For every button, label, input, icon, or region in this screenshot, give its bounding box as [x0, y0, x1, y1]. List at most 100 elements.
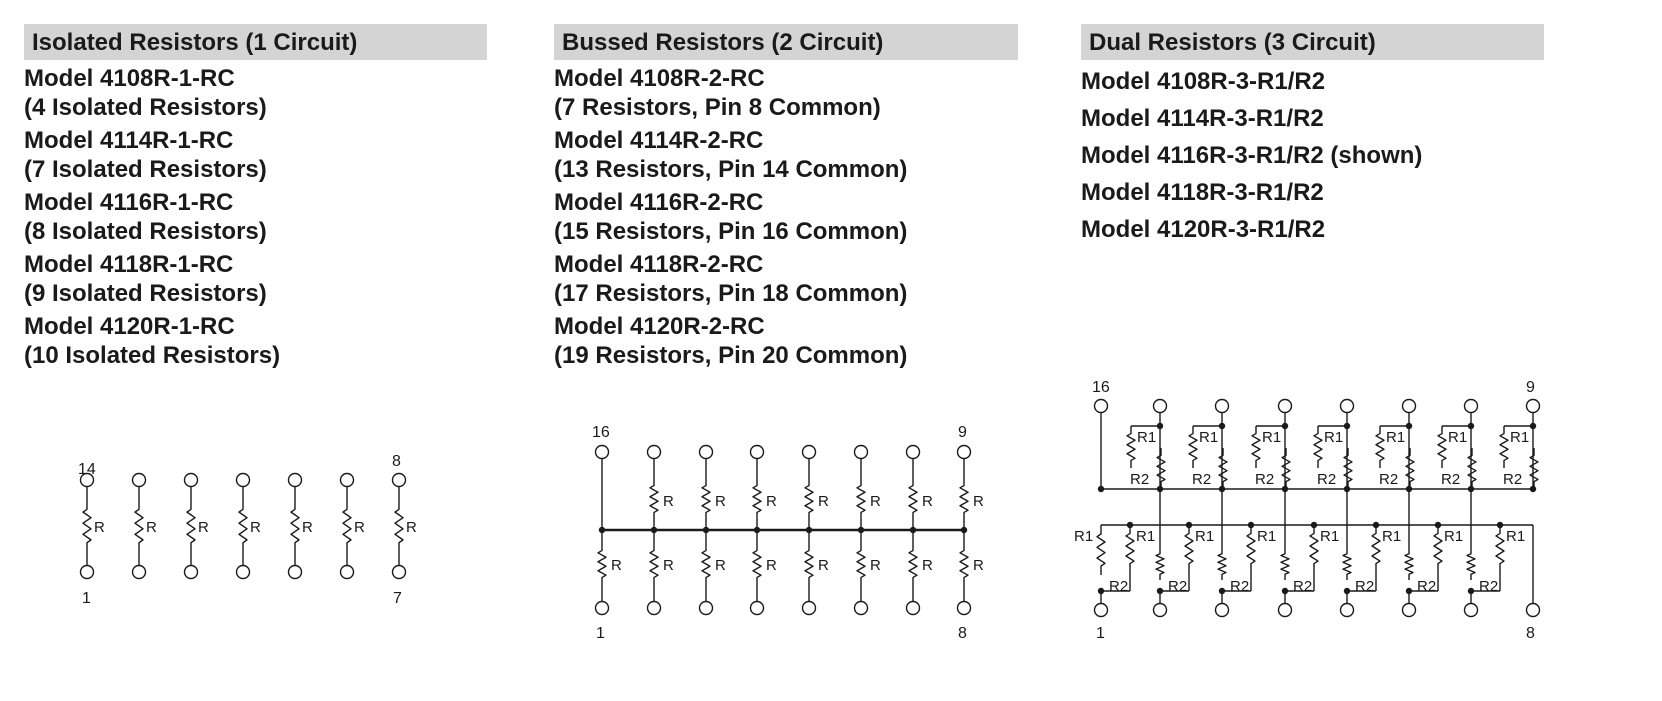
pin-terminal	[391, 472, 407, 488]
model-entry: Model 4120R-2-RC(19 Resistors, Pin 20 Co…	[554, 313, 1018, 370]
resistor-symbol	[1499, 426, 1509, 468]
resistor-label: R1	[1199, 429, 1218, 446]
resistor-label: R2	[1317, 471, 1336, 488]
dual-schematic: 16 9 1 8 R1R2R1R2R1R2R1R2R1R2R1R2R1R2R1R…	[1074, 379, 1541, 642]
model-description: (19 Resistors, Pin 20 Common)	[554, 341, 908, 369]
pin-label: 8	[958, 625, 967, 642]
pin-terminal	[131, 472, 147, 488]
model-list: Model 4108R-1-RC(4 Isolated Resistors)Mo…	[24, 65, 487, 370]
resistor-symbol	[1280, 548, 1290, 580]
pin-terminal	[1339, 602, 1355, 618]
pin-terminal	[235, 564, 251, 580]
model-entry: Model 4120R-1-RC(10 Isolated Resistors)	[24, 313, 487, 370]
pin-terminal	[183, 564, 199, 580]
model-name: Model 4120R-1-RC	[24, 313, 235, 340]
resistor-symbol	[1371, 525, 1381, 572]
model-name: Model 4114R-1-RC	[24, 127, 234, 154]
pin-terminal	[801, 444, 817, 460]
model-description: (10 Isolated Resistors)	[24, 341, 281, 369]
resistor-symbol	[1218, 448, 1228, 489]
resistor-label: R	[766, 557, 777, 574]
column-header: Dual Resistors (3 Circuit)	[1081, 24, 1544, 60]
pin-label: 1	[596, 625, 605, 642]
resistor-symbol	[804, 478, 814, 520]
resistor-symbol	[1155, 548, 1165, 580]
model-name: Model 4108R-2-RC	[554, 65, 765, 92]
pin-terminal	[1463, 398, 1479, 414]
resistor-label: R1	[1137, 429, 1156, 446]
pin-terminal	[131, 564, 147, 580]
model-description: (7 Isolated Resistors)	[24, 155, 267, 183]
model-entry: Model 4108R-2-RC(7 Resistors, Pin 8 Comm…	[554, 65, 1018, 122]
resistor-label: R	[870, 557, 881, 574]
resistor-symbol	[959, 543, 969, 585]
resistor-label: R2	[1192, 471, 1211, 488]
pin-label: 14	[78, 461, 96, 478]
pin-terminal	[1525, 602, 1541, 618]
pin-terminal	[1152, 398, 1168, 414]
resistor-label: R2	[1503, 471, 1522, 488]
pin-label: 7	[393, 590, 402, 607]
pin-terminal	[1152, 602, 1168, 618]
resistor-label: R1	[1324, 429, 1343, 446]
resistor-symbol	[1433, 525, 1443, 572]
model-name: Model 4114R-3-R1/R2	[1081, 105, 1324, 132]
pin-terminal	[1277, 398, 1293, 414]
resistor-label: R1	[1195, 528, 1214, 545]
resistor-symbol	[1343, 448, 1353, 489]
resistor-symbol	[394, 500, 404, 552]
resistor-symbol	[752, 478, 762, 520]
resistor-label: R	[766, 493, 777, 510]
resistor-symbol	[1246, 525, 1256, 572]
resistor-symbol	[134, 500, 144, 552]
pin-terminal	[1214, 398, 1230, 414]
resistor-symbol	[1281, 448, 1291, 489]
pin-label: 8	[1526, 625, 1535, 642]
resistor-label: R2	[1355, 578, 1374, 595]
model-name: Model 4116R-2-RC	[554, 189, 764, 216]
resistor-symbol	[804, 543, 814, 585]
resistor-label: R1	[1510, 429, 1529, 446]
pin-terminal	[391, 564, 407, 580]
pin-terminal	[801, 600, 817, 616]
model-entry: Model 4118R-1-RC(9 Isolated Resistors)	[24, 251, 487, 308]
pin-label: 1	[1096, 625, 1105, 642]
resistor-label: R2	[1109, 578, 1128, 595]
resistor-symbol	[238, 500, 248, 552]
pin-terminal	[1277, 602, 1293, 618]
resistor-label: R2	[1417, 578, 1436, 595]
resistor-label: R	[870, 493, 881, 510]
resistor-label: R2	[1293, 578, 1312, 595]
pin-terminal	[1525, 398, 1541, 414]
resistor-label: R1	[1320, 528, 1339, 545]
pin-terminal	[1463, 602, 1479, 618]
model-entry: Model 4114R-3-R1/R2	[1081, 104, 1544, 134]
column-header: Bussed Resistors (2 Circuit)	[554, 24, 1018, 60]
resistor-symbol	[908, 478, 918, 520]
resistor-label: R2	[1168, 578, 1187, 595]
resistor-symbol	[1096, 525, 1106, 575]
model-description: (17 Resistors, Pin 18 Common)	[554, 279, 908, 307]
resistor-label: R	[715, 493, 726, 510]
junction-dot	[1529, 485, 1537, 493]
resistor-label: R	[922, 557, 933, 574]
pin-terminal	[287, 564, 303, 580]
model-entry: Model 4118R-3-R1/R2	[1081, 178, 1544, 208]
resistor-symbol	[1404, 548, 1414, 580]
pin-terminal	[905, 444, 921, 460]
resistor-symbol	[82, 500, 92, 552]
resistor-label: R1	[1136, 528, 1155, 545]
resistor-label: R	[663, 557, 674, 574]
pin-terminal	[1339, 398, 1355, 414]
pin-label: 8	[392, 453, 401, 470]
model-description: (4 Isolated Resistors)	[24, 93, 267, 121]
pin-terminal	[594, 600, 610, 616]
pin-terminal	[594, 444, 610, 460]
resistor-label: R	[663, 493, 674, 510]
pin-terminal	[79, 472, 95, 488]
resistor-symbol	[1405, 448, 1415, 489]
model-description: (13 Resistors, Pin 14 Common)	[554, 155, 908, 183]
model-entry: Model 4120R-3-R1/R2	[1081, 215, 1544, 245]
model-entry: Model 4116R-3-R1/R2 (shown)	[1081, 141, 1544, 171]
